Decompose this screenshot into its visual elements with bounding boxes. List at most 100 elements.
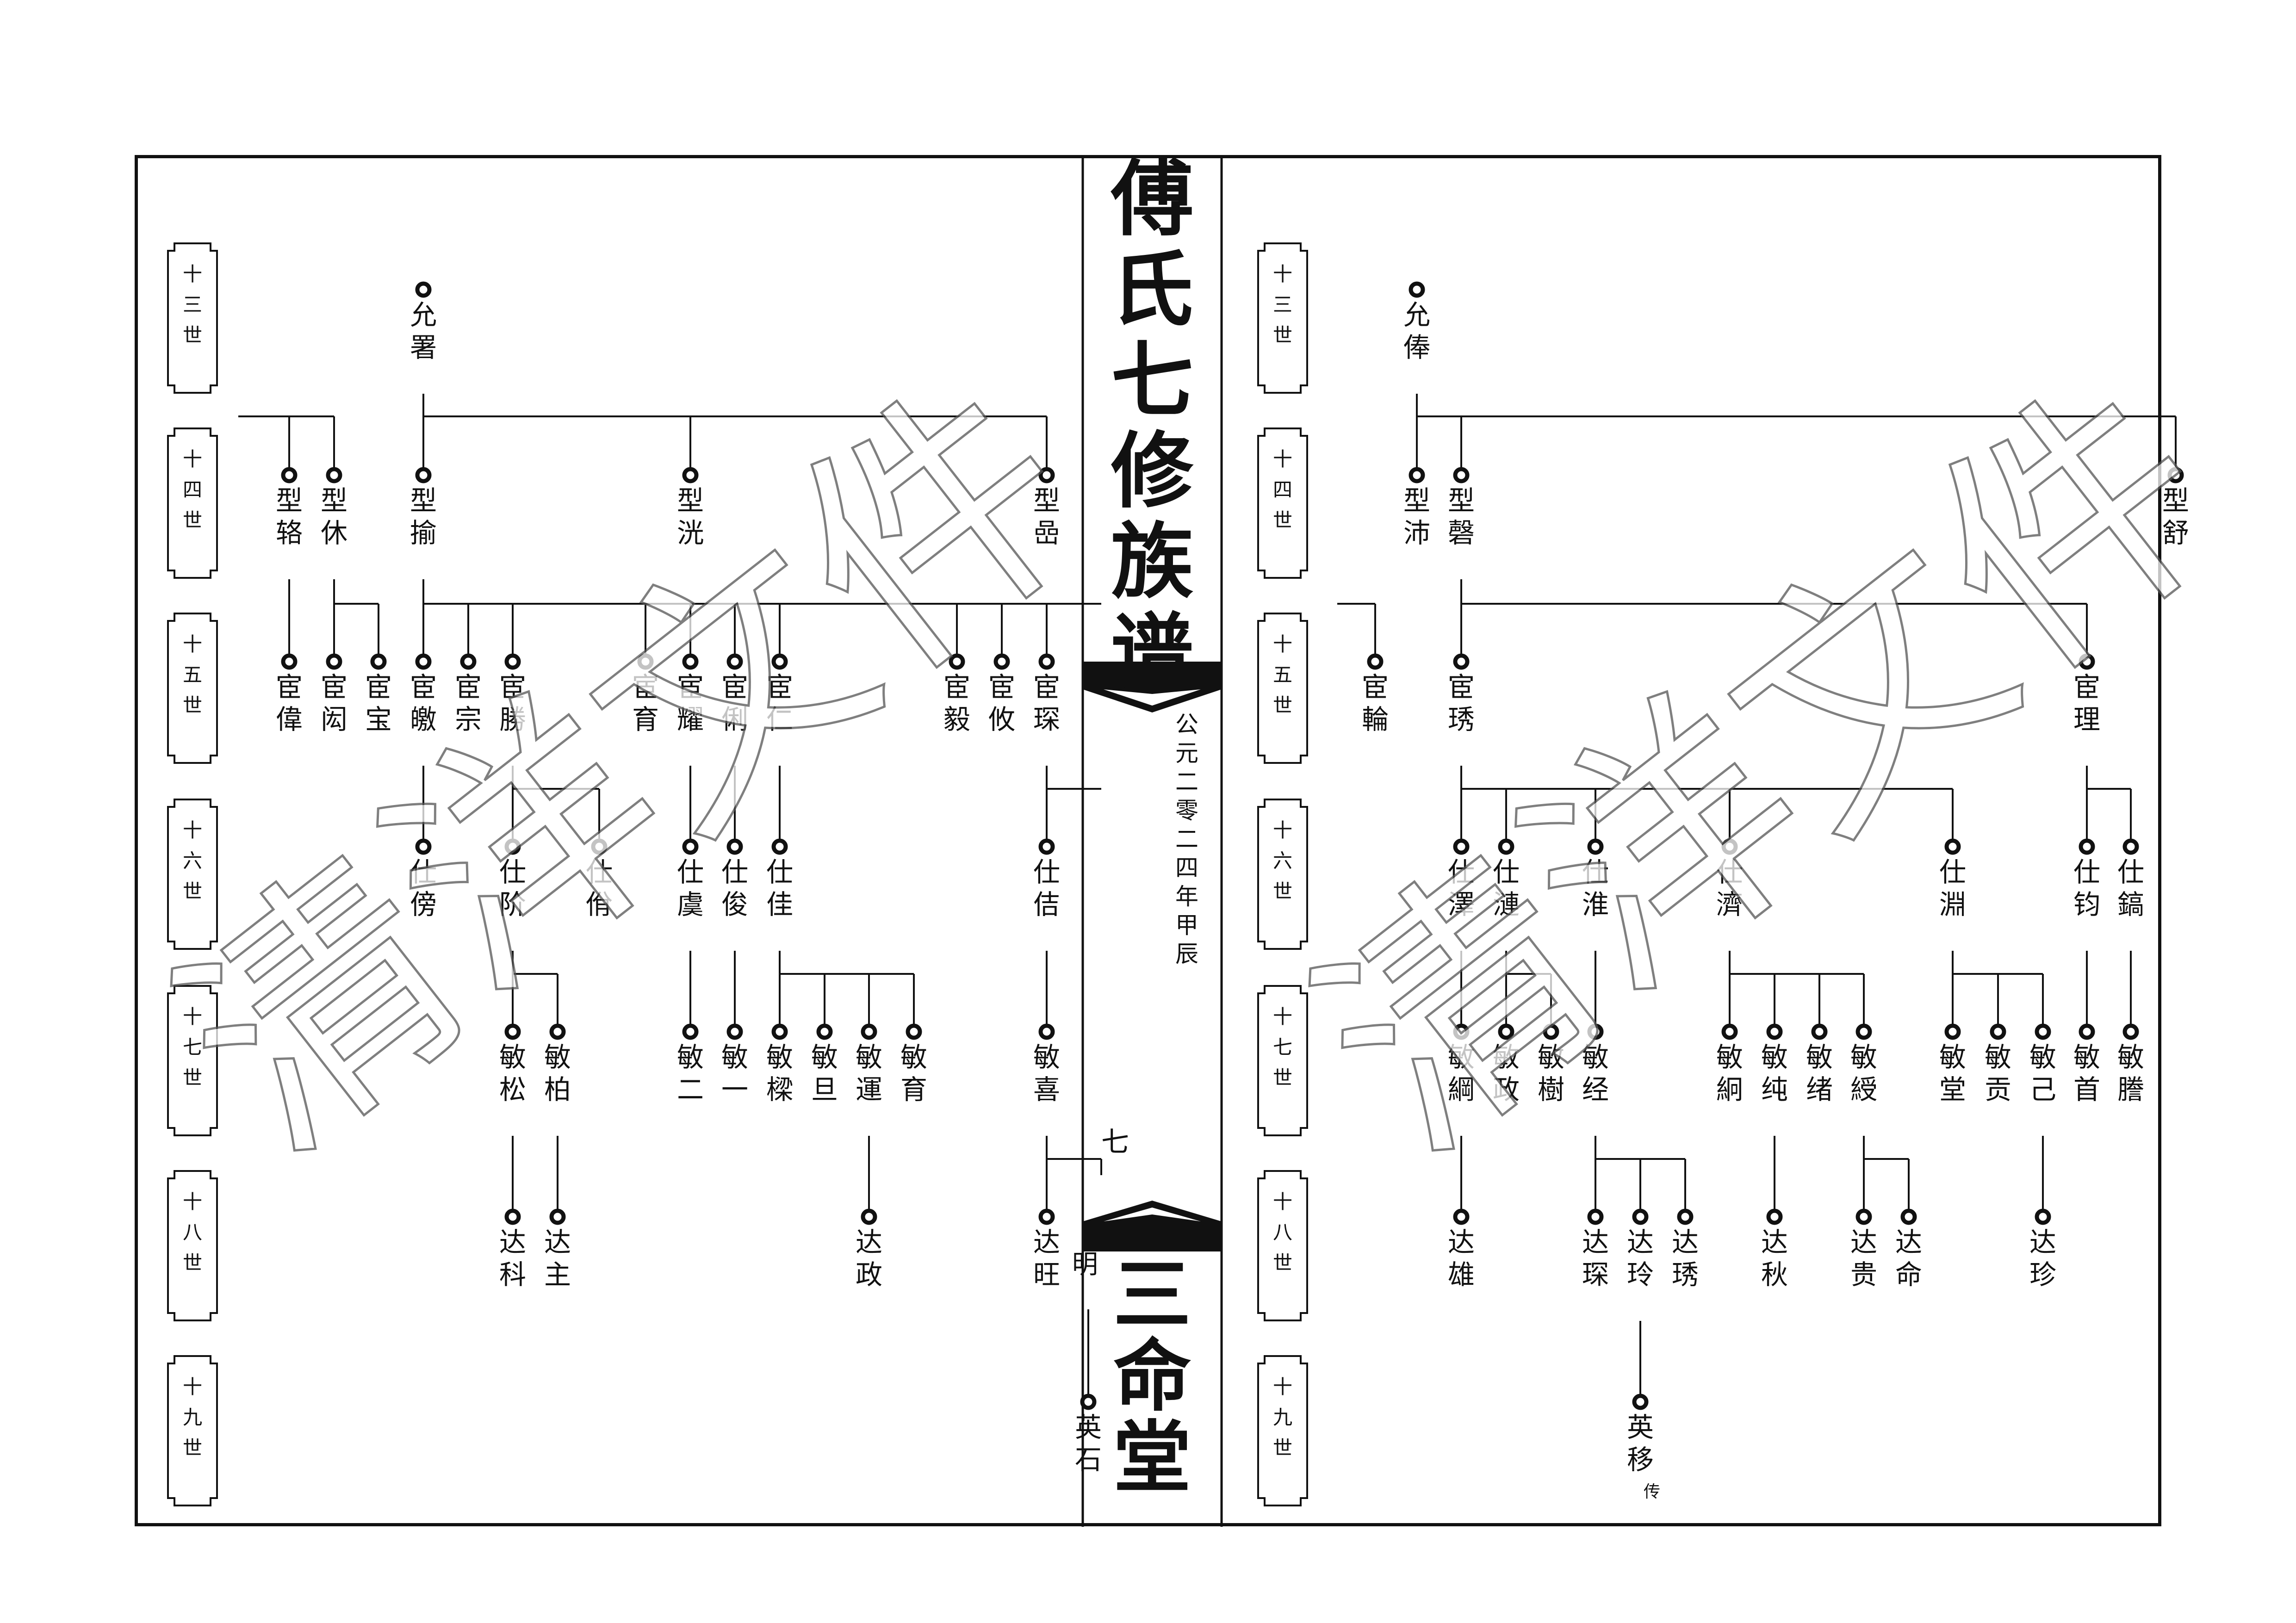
generation-label-text: 十 八 世 [182,1190,202,1274]
annotation-mark: 传 [1643,1482,1660,1501]
person-name: 达 琛 [1582,1227,1609,1290]
person-node-marker [504,1208,521,1225]
generation-label-right: 十 五 世 [1255,611,1310,766]
person-name: 仕 傍 [410,856,437,920]
fishtail-bottom-notch [1104,1208,1201,1221]
person-node-marker [1453,1023,1470,1040]
person-node-marker [1811,1023,1828,1040]
generation-label-text: 十 六 世 [1272,819,1292,903]
generation-label-left: 十 五 世 [165,611,220,766]
person-name: 达 雄 [1447,1227,1475,1290]
person-name: 达 科 [499,1227,526,1290]
generation-label-text: 十 九 世 [182,1375,202,1459]
person-node-marker [2079,653,2095,670]
person-name: 敏 旦 [811,1041,838,1105]
person-node-marker [281,467,298,483]
person-node-marker [682,838,699,855]
person-node-marker [771,838,788,855]
person-node-marker [415,838,432,855]
person-node-marker [1855,1023,1872,1040]
person-name: 允 署 [410,299,437,363]
person-node-marker [637,653,654,670]
generation-label-text: 十 六 世 [182,819,202,903]
person-name: 宦 輪 [1361,671,1389,735]
person-name: 型 嵒 [1033,485,1060,549]
person-name: 仕 佾 [585,856,613,920]
person-name: 宦 宗 [454,671,482,735]
person-name: 敏 经 [1582,1041,1609,1105]
person-node-marker [1855,1208,1872,1225]
person-node-marker [1721,1023,1738,1040]
person-node-marker [1038,653,1055,670]
person-name: 敏 樹 [1537,1041,1564,1105]
person-name: 型 沛 [1403,485,1430,549]
person-node-marker [1677,1208,1694,1225]
person-name: 仕 淵 [1939,856,1966,920]
generation-label-text: 十 七 世 [1272,1005,1292,1089]
person-name: 仕 虞 [676,856,704,920]
person-node-marker [415,653,432,670]
person-node-marker [326,653,342,670]
person-name: 达 琇 [1671,1227,1699,1290]
person-name: 仕 漣 [1492,856,1520,920]
person-node-marker [861,1208,877,1225]
person-node-marker [816,1023,833,1040]
person-name: 宦 闳 [320,671,348,735]
spine-title: 傅氏七修族谱 [1111,150,1193,700]
person-name: 型 洸 [676,485,704,549]
person-node-marker [549,1208,566,1225]
person-node-marker [1944,838,1961,855]
person-node-marker [1721,838,1738,855]
person-name: 敏 纯 [1761,1041,1788,1105]
person-name: 宦 勝 [499,671,526,735]
person-name: 仕 佳 [766,856,793,920]
person-name: 敏 首 [2073,1041,2100,1105]
person-node-marker [1498,1023,1514,1040]
person-name: 型 休 [320,485,348,549]
person-node-marker [504,838,521,855]
person-name: 敏 育 [900,1041,927,1105]
person-node-marker [1367,653,1384,670]
person-name: 允 俸 [1403,299,1430,363]
person-node-marker [2122,838,2139,855]
person-name: 仕 澤 [1447,856,1475,920]
person-name: 达 秋 [1761,1227,1788,1290]
person-name: 敏 謄 [2117,1041,2144,1105]
person-name: 达 政 [855,1227,882,1290]
person-node-marker [281,653,298,670]
person-node-marker [1766,1023,1783,1040]
person-node-marker [1038,467,1055,483]
generation-label-text: 十 五 世 [1272,633,1292,717]
person-node-marker [504,1023,521,1040]
person-node-marker [1944,1023,1961,1040]
person-name: 仕 鎬 [2117,856,2144,920]
person-node-marker [2079,1023,2095,1040]
person-node-marker [1038,838,1055,855]
person-node-marker [1080,1394,1097,1410]
person-name: 敏 己 [2029,1041,2056,1105]
generation-label-text: 十 四 世 [1272,448,1292,532]
person-node-marker [993,653,1010,670]
person-name: 敏 柏 [544,1041,571,1105]
person-name: 型 辂 [275,485,303,549]
person-node-marker [2167,467,2184,483]
person-node-marker [2079,838,2095,855]
person-node-marker [1990,1023,2006,1040]
person-name: 达 主 [544,1227,571,1290]
person-node-marker [1900,1208,1917,1225]
person-node-marker [906,1023,922,1040]
generation-label-text: 十 五 世 [182,633,202,717]
person-name: 宦 皦 [410,671,437,735]
generation-label-left: 十 九 世 [165,1353,220,1508]
generation-label-right: 十 六 世 [1255,797,1310,952]
person-name: 达 珍 [2029,1227,2056,1290]
person-name: 敏 二 [676,1041,704,1105]
person-name: 宦 宝 [365,671,392,735]
person-node-marker [1038,1023,1055,1040]
hall-name: 三命堂 [1113,1249,1191,1503]
generation-label-text: 十 八 世 [1272,1190,1292,1274]
person-node-marker [326,467,342,483]
person-node-marker [504,653,521,670]
generation-label-right: 十 七 世 [1255,983,1310,1138]
